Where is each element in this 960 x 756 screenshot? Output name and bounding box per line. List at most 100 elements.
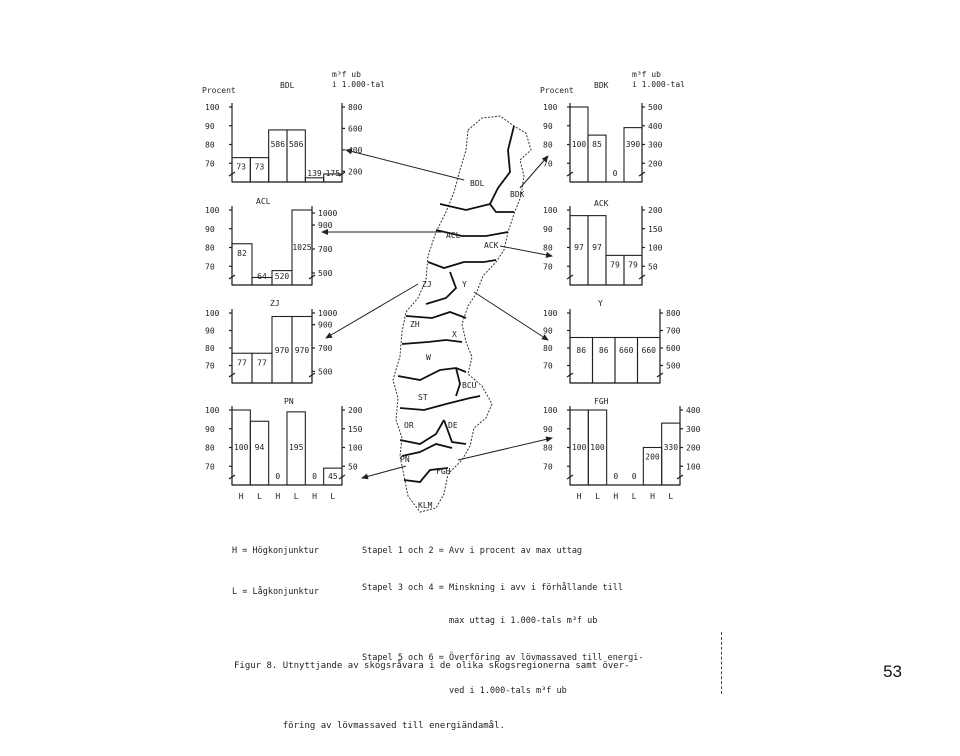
- bar-value-label: 73: [255, 163, 265, 172]
- right-tick-label: 700: [318, 344, 333, 353]
- right-tick-label: 50: [348, 462, 358, 471]
- right-tick-label: 1000: [318, 309, 337, 318]
- legend-stapel-5-6-line1: Stapel 5 och 6 = Överföring av lövmassav…: [362, 653, 644, 663]
- left-tick-label: 70: [543, 159, 553, 168]
- left-tick-label: 80: [205, 141, 215, 150]
- left-tick-label: 100: [205, 406, 220, 415]
- left-tick-label: 90: [543, 225, 553, 234]
- right-tick-label: 150: [648, 225, 663, 234]
- arrow-bdk: [519, 155, 549, 189]
- left-tick-label: 70: [543, 362, 553, 371]
- right-axis-title-line1: m³f ub: [332, 70, 361, 79]
- legend-h-definition: H = Högkonjunktur: [232, 546, 319, 556]
- bar-value-label: 86: [576, 346, 586, 355]
- panel-title: BDL: [280, 81, 295, 90]
- region-label-ack: ACK: [484, 241, 499, 250]
- bar: [304, 177, 325, 183]
- bar-value-label: 64: [257, 272, 267, 281]
- legend-abbreviations: H = Högkonjunktur L = Lågkonjunktur: [232, 524, 319, 609]
- region-label-zh: ZH: [410, 320, 420, 329]
- connector-arrows: [321, 148, 553, 480]
- right-tick-label: 700: [666, 327, 681, 336]
- bar: [587, 409, 608, 486]
- page-number: 53: [883, 662, 902, 681]
- region-label-acl: ACL: [446, 231, 461, 240]
- bar-value-label: 520: [275, 272, 290, 281]
- bar-value-label: 77: [237, 358, 247, 367]
- x-axis-label: H: [275, 492, 280, 501]
- bar: [636, 336, 661, 384]
- bar: [569, 336, 594, 384]
- x-axis-label: L: [257, 492, 262, 501]
- right-tick-label: 600: [666, 344, 681, 353]
- region-label-bdk: BDK: [510, 190, 525, 199]
- bar-value-label: 330: [664, 443, 679, 452]
- left-axis-title: Procent: [202, 86, 236, 95]
- sweden-map: [392, 115, 532, 513]
- bar: [661, 422, 681, 486]
- region-label-zj: ZJ: [422, 280, 432, 289]
- right-axis-title-line1: m³f ub: [632, 70, 661, 79]
- right-tick-label: 100: [686, 462, 701, 471]
- right-tick-label: 500: [318, 269, 333, 278]
- bar: [623, 254, 643, 286]
- bar: [249, 420, 270, 486]
- bar-value-label: 73: [236, 163, 246, 172]
- bar-value-label: 77: [257, 358, 267, 367]
- bar-value-label: 79: [628, 260, 638, 269]
- bar-value-label: 1025: [292, 243, 311, 252]
- arrow-ack: [499, 245, 553, 258]
- bar-value-label: 86: [599, 346, 609, 355]
- bar-value-label: 97: [592, 243, 602, 252]
- figure-caption-line1: Figur 8. Utnyttjande av skogsråvara i de…: [234, 661, 630, 671]
- legend-stapel-3-4-line1: Stapel 3 och 4 = Minskning i avv i förhå…: [362, 583, 623, 593]
- panel-title: FGH: [594, 397, 609, 406]
- left-tick-label: 90: [205, 425, 215, 434]
- region-label-w: W: [426, 353, 431, 362]
- right-tick-label: 400: [648, 122, 663, 131]
- bar-value-label: 97: [574, 243, 584, 252]
- figure-canvas: BDL BDK ACL ACK ZJ Y ZH X W BCU ST OR DE…: [202, 70, 701, 513]
- right-tick-label: 400: [686, 406, 701, 415]
- panel-title: ZJ: [270, 299, 280, 308]
- x-axis-label: L: [294, 492, 299, 501]
- right-tick-label: 800: [348, 103, 363, 112]
- bar: [323, 173, 343, 183]
- left-tick-label: 100: [205, 103, 220, 112]
- bar: [286, 411, 306, 486]
- bar-value-label: 100: [572, 140, 587, 149]
- left-tick-label: 100: [543, 206, 558, 215]
- right-tick-label: 100: [648, 244, 663, 253]
- right-tick-label: 500: [648, 103, 663, 112]
- bar-value-label: 970: [275, 346, 290, 355]
- right-tick-label: 900: [318, 321, 333, 330]
- region-label-de: DE: [448, 421, 458, 430]
- right-tick-label: 900: [318, 221, 333, 230]
- bar: [591, 336, 616, 384]
- left-tick-label: 70: [543, 262, 553, 271]
- left-tick-label: 70: [205, 159, 215, 168]
- bar-value-label: 0: [632, 472, 637, 481]
- left-tick-label: 80: [543, 444, 553, 453]
- x-axis-label: L: [668, 492, 673, 501]
- right-tick-label: 200: [648, 206, 663, 215]
- x-axis-label: H: [613, 492, 618, 501]
- bar-value-label: 175: [326, 169, 341, 178]
- bar-value-label: 586: [289, 140, 304, 149]
- region-label-klm: KLM: [418, 501, 433, 510]
- arrow-zj: [325, 283, 419, 339]
- right-tick-label: 300: [648, 141, 663, 150]
- bar: [291, 315, 313, 384]
- bar-value-label: 82: [237, 249, 247, 258]
- region-label-or: OR: [404, 421, 414, 430]
- bar: [587, 134, 607, 183]
- legend-stapel-3-4-line2: max uttag i 1.000-tals m³f ub: [362, 616, 598, 626]
- right-tick-label: 600: [348, 124, 363, 133]
- left-tick-label: 80: [543, 141, 553, 150]
- map-region-labels: BDL BDK ACL ACK ZJ Y ZH X W BCU ST OR DE…: [400, 179, 525, 510]
- left-tick-label: 90: [205, 122, 215, 131]
- left-tick-label: 70: [543, 462, 553, 471]
- region-label-x: X: [452, 330, 457, 339]
